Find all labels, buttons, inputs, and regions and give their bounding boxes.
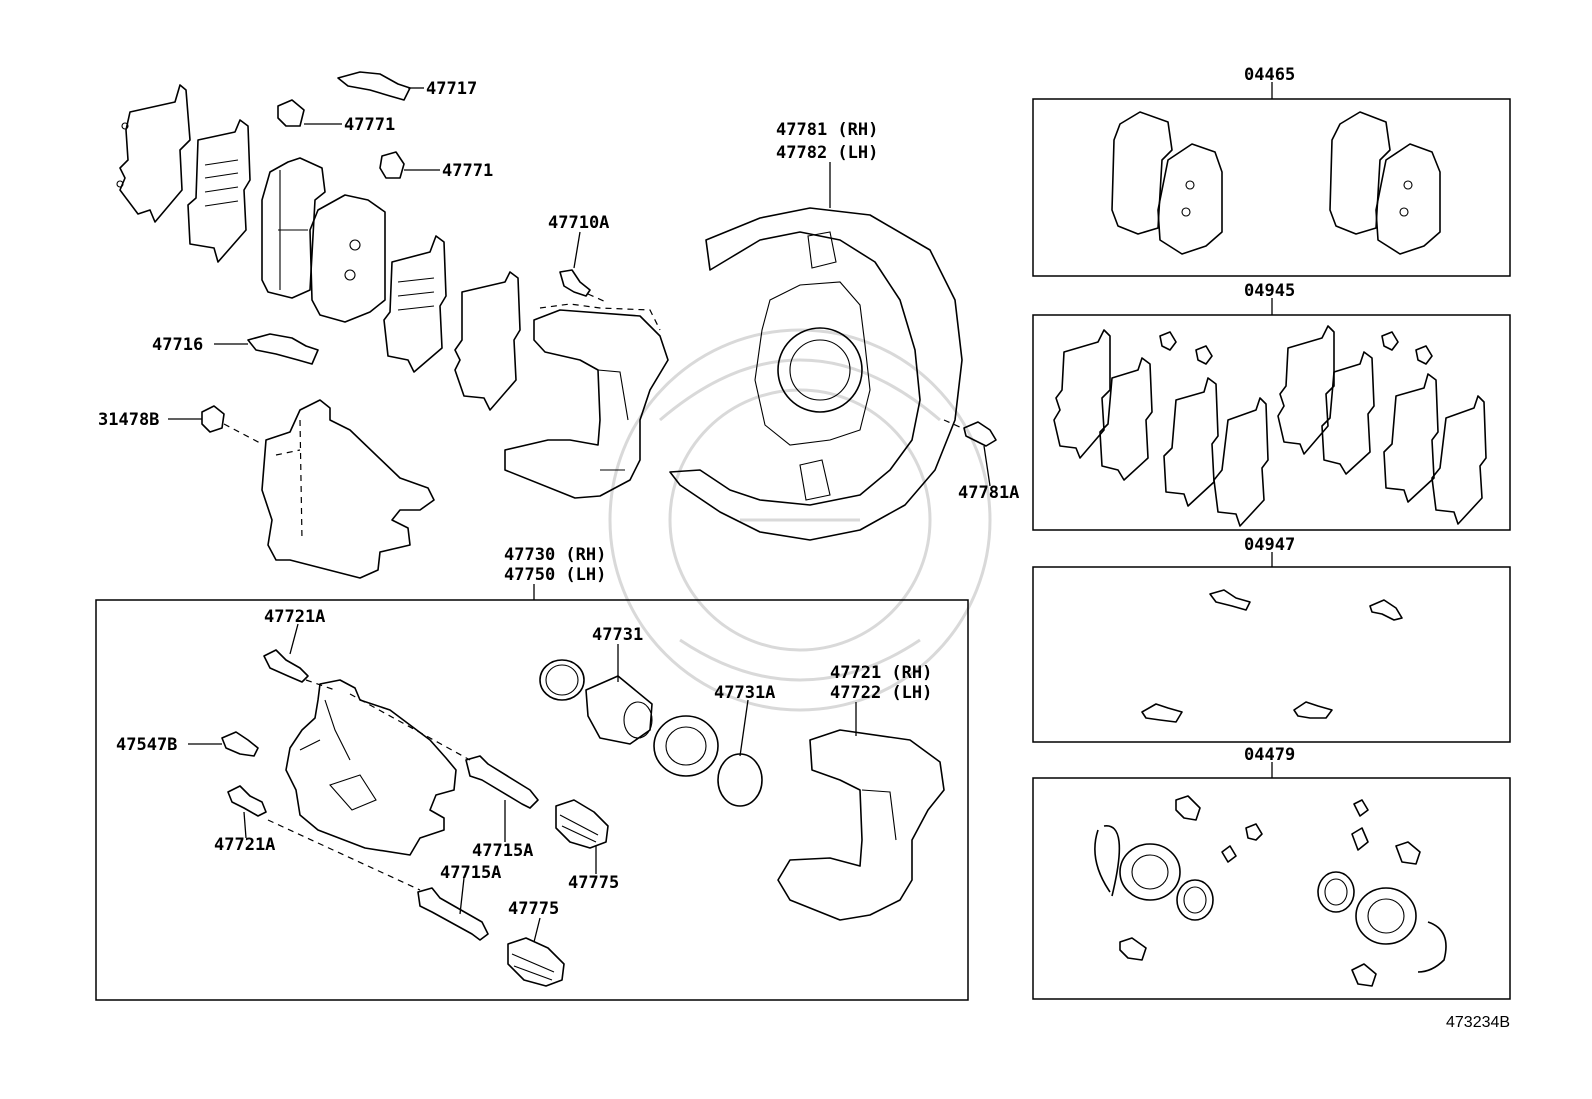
label-47781-rh[interactable]: 47781 (RH) bbox=[776, 120, 878, 140]
label-31478b[interactable]: 31478B bbox=[98, 410, 159, 430]
kit-04947-clips[interactable] bbox=[1141, 589, 1403, 723]
label-47722-lh[interactable]: 47722 (LH) bbox=[830, 683, 932, 703]
guide-pin-47715a-right[interactable] bbox=[465, 755, 539, 809]
label-kit-04947[interactable]: 04947 bbox=[1244, 535, 1295, 555]
piston-47731[interactable] bbox=[585, 675, 653, 745]
boot-47775-right[interactable] bbox=[555, 799, 609, 849]
caliper-mounting-upper[interactable] bbox=[504, 303, 669, 499]
kit-04479-seals[interactable] bbox=[1094, 795, 1447, 987]
bleeder-plug-47547b[interactable] bbox=[221, 731, 259, 757]
label-kit-04479[interactable]: 04479 bbox=[1244, 745, 1295, 765]
label-47775-left[interactable]: 47775 bbox=[508, 899, 559, 919]
kit-box-04945 bbox=[1032, 314, 1511, 531]
kit-box-04465 bbox=[1032, 98, 1511, 277]
label-47716[interactable]: 47716 bbox=[152, 335, 203, 355]
anti-squeal-clip-47716[interactable] bbox=[247, 333, 319, 365]
label-47715a-right[interactable]: 47715A bbox=[472, 841, 533, 861]
part-labels: 47717 47771 47771 47716 31478B 47710A 47… bbox=[98, 65, 1510, 1031]
pad-shim-inner-1[interactable] bbox=[187, 119, 251, 263]
bolt-47710a[interactable] bbox=[559, 269, 591, 297]
label-47721-rh[interactable]: 47721 (RH) bbox=[830, 663, 932, 683]
label-47730-rh[interactable]: 47730 (RH) bbox=[504, 545, 606, 565]
caliper-body[interactable] bbox=[285, 679, 457, 856]
watermark bbox=[608, 328, 992, 712]
bolt-47781a[interactable] bbox=[963, 421, 997, 447]
pad-shim-outer-1[interactable] bbox=[116, 84, 191, 223]
label-47775-right[interactable]: 47775 bbox=[568, 873, 619, 893]
pad-support-clip-47771-b[interactable] bbox=[379, 151, 405, 179]
label-47715a-left[interactable]: 47715A bbox=[440, 863, 501, 883]
label-kit-04465[interactable]: 04465 bbox=[1244, 65, 1295, 85]
label-47717[interactable]: 47717 bbox=[426, 79, 477, 99]
bleeder-cap-31478b[interactable] bbox=[201, 405, 225, 433]
label-47731[interactable]: 47731 bbox=[592, 625, 643, 645]
caliper-mounting-47721[interactable] bbox=[777, 729, 945, 921]
kit-04465-pads[interactable] bbox=[1111, 111, 1441, 255]
disc-dust-cover[interactable] bbox=[669, 207, 963, 541]
diagram-reference-number: 473234B bbox=[1446, 1014, 1510, 1031]
caliper-assembly-box bbox=[95, 599, 969, 1001]
label-kit-04945[interactable]: 04945 bbox=[1244, 281, 1295, 301]
kit-box-04479 bbox=[1032, 777, 1511, 1000]
boot-47775-left[interactable] bbox=[507, 937, 565, 987]
label-47721a-bottom[interactable]: 47721A bbox=[214, 835, 275, 855]
label-47721a-top[interactable]: 47721A bbox=[264, 607, 325, 627]
label-47547b[interactable]: 47547B bbox=[116, 735, 177, 755]
label-47710a[interactable]: 47710A bbox=[548, 213, 609, 233]
brake-pad-outer[interactable] bbox=[261, 157, 326, 299]
label-47731a[interactable]: 47731A bbox=[714, 683, 775, 703]
brake-pad-inner[interactable] bbox=[309, 194, 386, 323]
piston-boot-47731a[interactable] bbox=[653, 715, 719, 777]
leader-lines bbox=[168, 82, 1273, 943]
label-47781a[interactable]: 47781A bbox=[958, 483, 1019, 503]
bolt-47721a-bottom[interactable] bbox=[227, 785, 267, 817]
guide-pin-47715a-left[interactable] bbox=[417, 887, 489, 941]
label-47750-lh[interactable]: 47750 (LH) bbox=[504, 565, 606, 585]
piston-seal-ring-47731-a[interactable] bbox=[539, 659, 585, 701]
pad-shim-outer-2[interactable] bbox=[454, 271, 521, 411]
pad-shim-inner-2[interactable] bbox=[383, 235, 447, 373]
caliper-cylinder[interactable] bbox=[261, 399, 435, 579]
seal-ring-47731a[interactable] bbox=[717, 753, 763, 807]
label-47771-a[interactable]: 47771 bbox=[344, 115, 395, 135]
kit-04945-shims[interactable] bbox=[1053, 325, 1487, 527]
anti-squeal-clip-47717[interactable] bbox=[337, 71, 411, 101]
label-47782-lh[interactable]: 47782 (LH) bbox=[776, 143, 878, 163]
bolt-47721a-top[interactable] bbox=[263, 649, 309, 683]
label-47771-b[interactable]: 47771 bbox=[442, 161, 493, 181]
pad-support-clip-47771-a[interactable] bbox=[277, 99, 305, 127]
kit-box-04947 bbox=[1032, 566, 1511, 743]
